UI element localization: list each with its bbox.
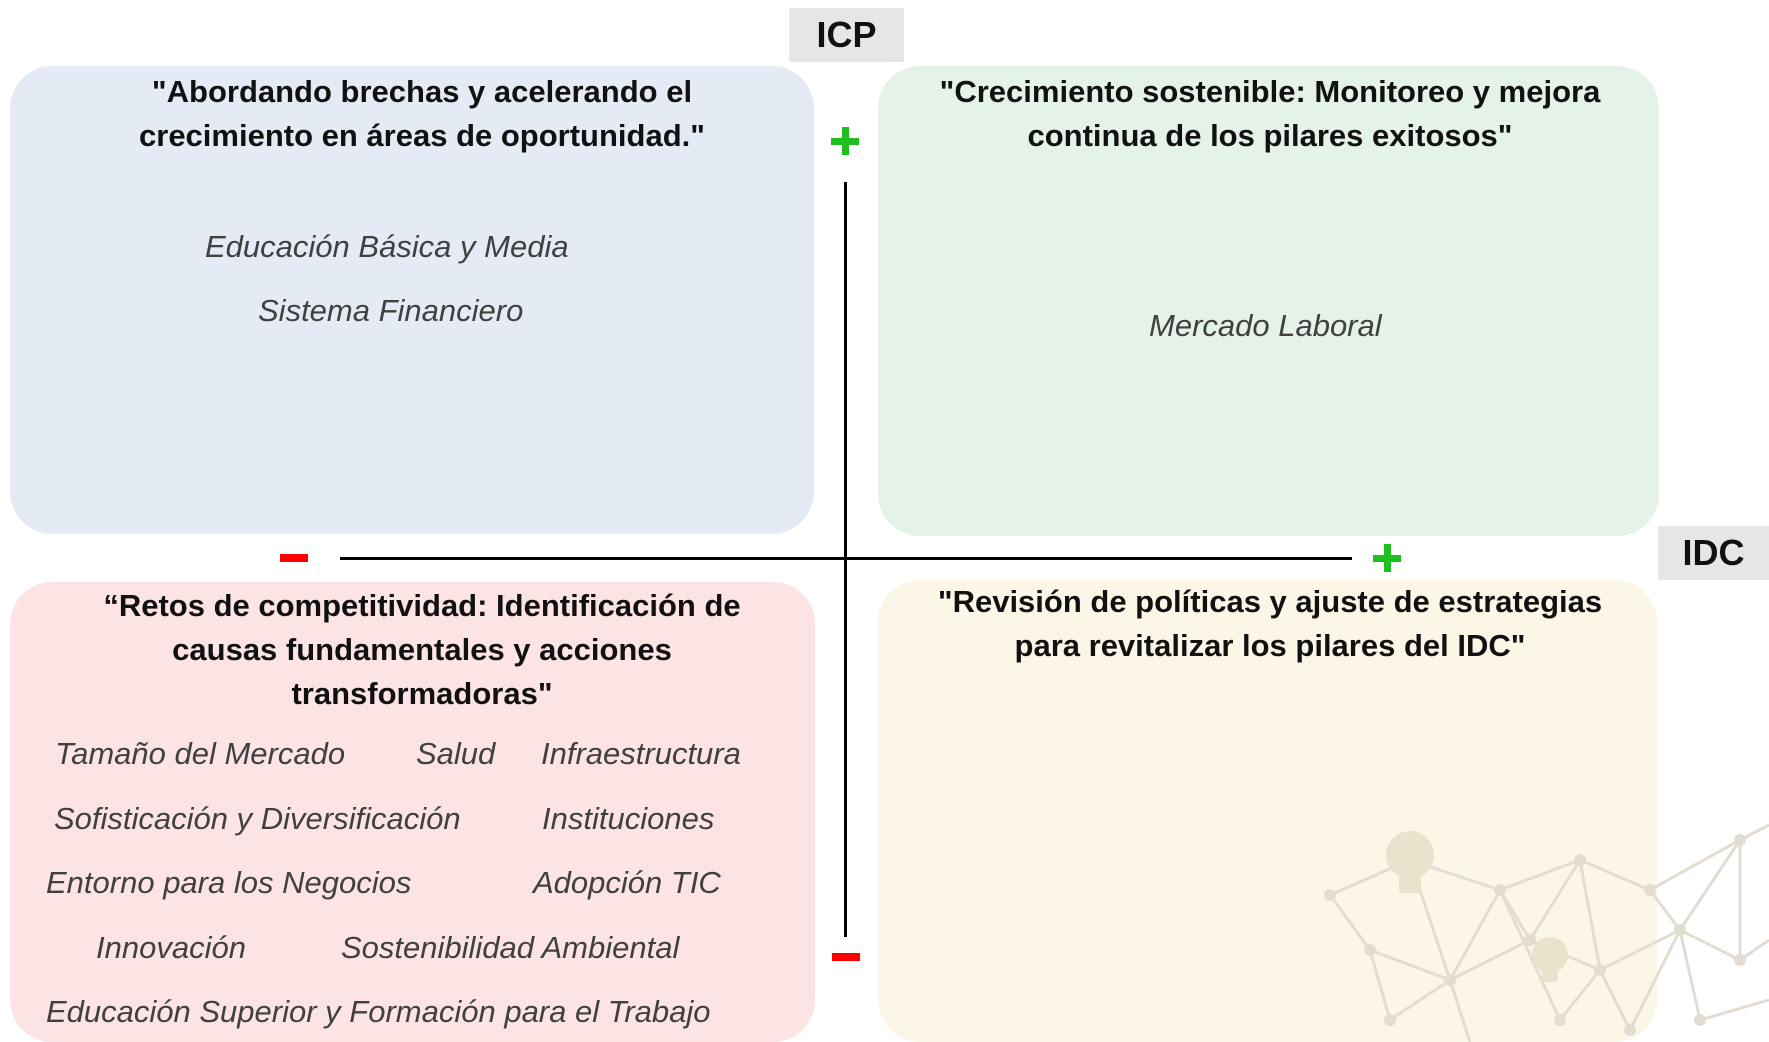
item-salud: Salud (416, 736, 496, 771)
quadrant-top-right (878, 66, 1659, 536)
title-line: continua de los pilares exitosos" (1027, 118, 1513, 153)
item-entorno-negocios: Entorno para los Negocios (46, 865, 412, 900)
item-educacion-superior: Educación Superior y Formación para el T… (46, 994, 711, 1029)
title-line: "Abordando brechas y acelerando el (151, 74, 693, 109)
title-line: para revitalizar los pilares del IDC" (1014, 628, 1526, 663)
quadrant-bottom-right-title: "Revisión de políticas y ajuste de estra… (880, 580, 1660, 668)
quadrant-top-left-title: "Abordando brechas y acelerando el creci… (62, 70, 782, 158)
plus-icon-vertical (831, 127, 859, 155)
item-innovacion: Innovación (96, 930, 246, 965)
axis-label-idc: IDC (1658, 526, 1769, 580)
item-sostenibilidad: Sostenibilidad Ambiental (341, 930, 680, 965)
horizontal-axis-line (340, 557, 1352, 560)
title-line: causas fundamentales y acciones (172, 632, 672, 667)
title-line: “Retos de competitividad: Identificación… (103, 588, 741, 623)
minus-icon-vertical (832, 953, 860, 961)
minus-icon-horizontal (280, 554, 308, 562)
quadrant-bottom-left-title: “Retos de competitividad: Identificación… (22, 584, 822, 716)
title-line: "Revisión de políticas y ajuste de estra… (937, 584, 1603, 619)
quadrant-top-left (10, 66, 814, 534)
title-line: "Crecimiento sostenible: Monitoreo y mej… (939, 74, 1601, 109)
item-tamano-mercado: Tamaño del Mercado (55, 736, 346, 771)
item-educacion-basica: Educación Básica y Media (205, 229, 569, 264)
network-watermark-icon (1324, 823, 1769, 1042)
item-instituciones: Instituciones (542, 801, 715, 836)
item-infraestructura: Infraestructura (541, 736, 741, 771)
axis-label-icp: ICP (789, 8, 904, 62)
item-sistema-financiero: Sistema Financiero (258, 293, 524, 328)
quadrant-top-right-title: "Crecimiento sostenible: Monitoreo y mej… (880, 70, 1660, 158)
title-line: crecimiento en áreas de oportunidad." (139, 118, 705, 153)
item-mercado-laboral: Mercado Laboral (1149, 308, 1382, 343)
title-line: transformadoras" (291, 676, 553, 711)
item-sofisticacion: Sofisticación y Diversificación (54, 801, 461, 836)
quadrant-bottom-right (878, 580, 1657, 1042)
quadrant-bottom-left (10, 582, 815, 1042)
item-adopcion-tic: Adopción TIC (533, 865, 721, 900)
plus-icon-horizontal (1373, 544, 1401, 572)
